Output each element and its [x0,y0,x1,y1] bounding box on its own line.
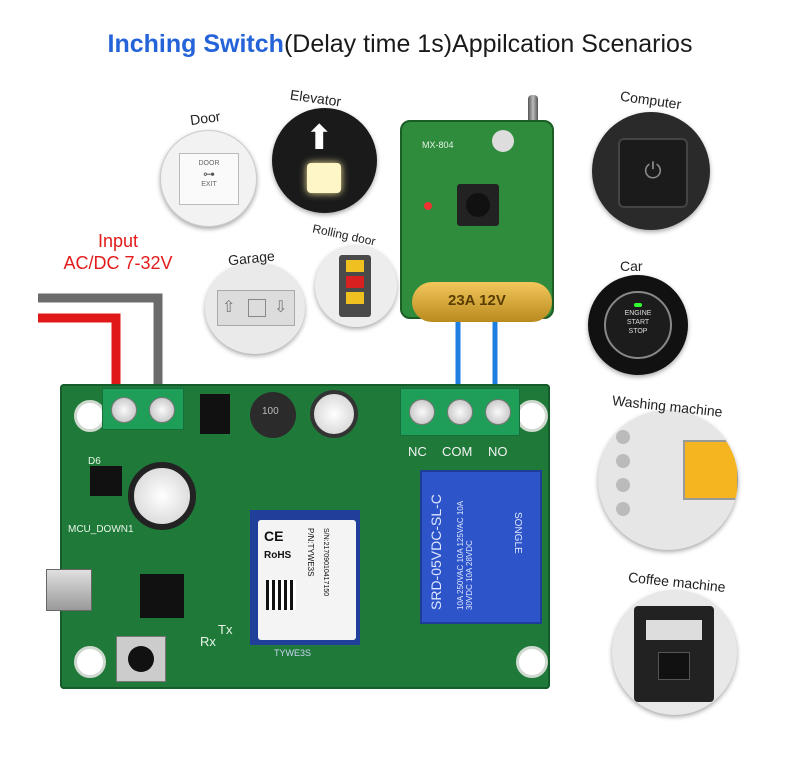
washing-display [683,440,738,500]
input-screw-1 [111,397,137,423]
key-icon: ⊶ [203,167,215,181]
rolling-down-button [346,292,364,304]
module-pn: P/N:TYWE3S [306,528,315,577]
garage-switch-panel: ⇧ ⇩ [217,290,295,326]
output-terminal-block [400,388,520,436]
usb-serial-chip [140,574,184,618]
elevator-light [307,163,341,193]
relay-specs-text: 10A 250VAC 10A 125VAC 10A 30VDC 10A 28VD… [456,501,474,610]
garage-down-icon: ⇩ [274,299,288,316]
small-capacitor [310,390,358,438]
remote-led [424,202,432,210]
rolling-stop-button [346,276,364,288]
door-panel-bottom-text: EXIT [201,181,217,188]
reset-button-housing [116,636,166,682]
rx-label: Rx [200,634,216,649]
micro-usb-port [46,569,92,611]
rolling-up-button [346,260,364,272]
mount-hole-br [516,646,548,678]
remote-crystal [492,130,514,152]
com-label: COM [442,444,473,459]
garage-stop-icon [248,299,266,317]
mount-hole-bl [74,646,106,678]
power-icon: ⏻ [644,158,662,183]
coffee-machine-body [634,606,714,702]
inductor: 100 [250,392,296,438]
regulator-chip [90,466,122,496]
electrolytic-capacitor [128,462,196,530]
module-ce-mark: CE [264,528,284,544]
relay-model-text: SRD-05VDC-SL-C [428,494,444,610]
input-screw-2 [149,397,175,423]
up-arrow-icon: ⬆ [305,119,334,157]
car-label: Car [620,258,643,274]
module-sn: S/N:21709010417150 [322,528,329,597]
car-line2: START [626,319,650,326]
module-bottom-text: TYWE3S [274,648,312,658]
remote-battery: 23A 12V [412,282,552,322]
washing-machine-scenario [598,410,738,550]
door-exit-panel: DOOR ⊶ EXIT [179,153,239,205]
rolling-door-remote [339,255,371,317]
ic-chip-top [200,394,230,434]
computer-power-button: ⏻ [618,138,688,208]
computer-scenario: ⏻ [592,112,710,230]
door-panel-top-text: DOOR [198,160,220,167]
door-scenario: DOOR ⊶ EXIT [160,130,257,227]
garage-up-icon: ⇧ [222,299,236,316]
module-rohs-mark: RoHS [264,550,292,561]
engine-start-button: ENGINE START STOP [604,291,672,359]
battery-text: 23A 12V [448,292,506,309]
car-line3: STOP [628,328,648,335]
input-label-line1: Input [97,231,139,251]
elevator-scenario: ⬆ [272,108,377,213]
wifi-module-label: CE RoHS P/N:TYWE3S S/N:21709010417150 [258,520,356,640]
red-input-wire [38,313,121,410]
remote-model-text: MX-804 [422,140,454,150]
mount-hole-tr [516,400,548,432]
washing-buttons [616,430,634,530]
nc-screw [409,399,435,425]
nc-label: NC [408,444,427,459]
relay-brand-text: SONGLE [512,512,523,554]
garage-scenario: ⇧ ⇩ [205,262,305,354]
engine-indicator [634,303,642,307]
rolling-door-scenario [315,245,397,327]
relay: SRD-05VDC-SL-C 10A 250VAC 10A 125VAC 10A… [420,470,542,624]
gray-input-wire [38,293,163,410]
inductor-text: 100 [262,406,279,417]
title-rest: (Delay time 1s)Appilcation Scenarios [283,30,693,58]
reset-button [128,646,154,672]
no-screw [485,399,511,425]
car-scenario: ENGINE START STOP [588,275,688,375]
input-label-line2: AC/DC 7-32V [63,253,173,273]
com-screw [447,399,473,425]
coffee-machine-scenario [612,590,737,715]
input-voltage-label: Input AC/DC 7-32V [48,230,188,274]
coffee-control-panel [646,620,702,640]
input-terminal-block [102,388,184,430]
coffee-spout [658,652,690,680]
module-qr-code [266,580,296,610]
mcu-label: MCU_DOWN1 [68,524,134,535]
title-highlight: Inching Switch [107,30,284,58]
car-line1: ENGINE [624,310,652,317]
page-title: Inching Switch(Delay time 1s)Appilcation… [0,30,800,59]
no-label: NO [488,444,508,459]
d6-label: D6 [88,456,101,467]
tx-label: Tx [218,622,233,637]
mount-hole-tl [74,400,106,432]
remote-push-button [457,184,499,226]
